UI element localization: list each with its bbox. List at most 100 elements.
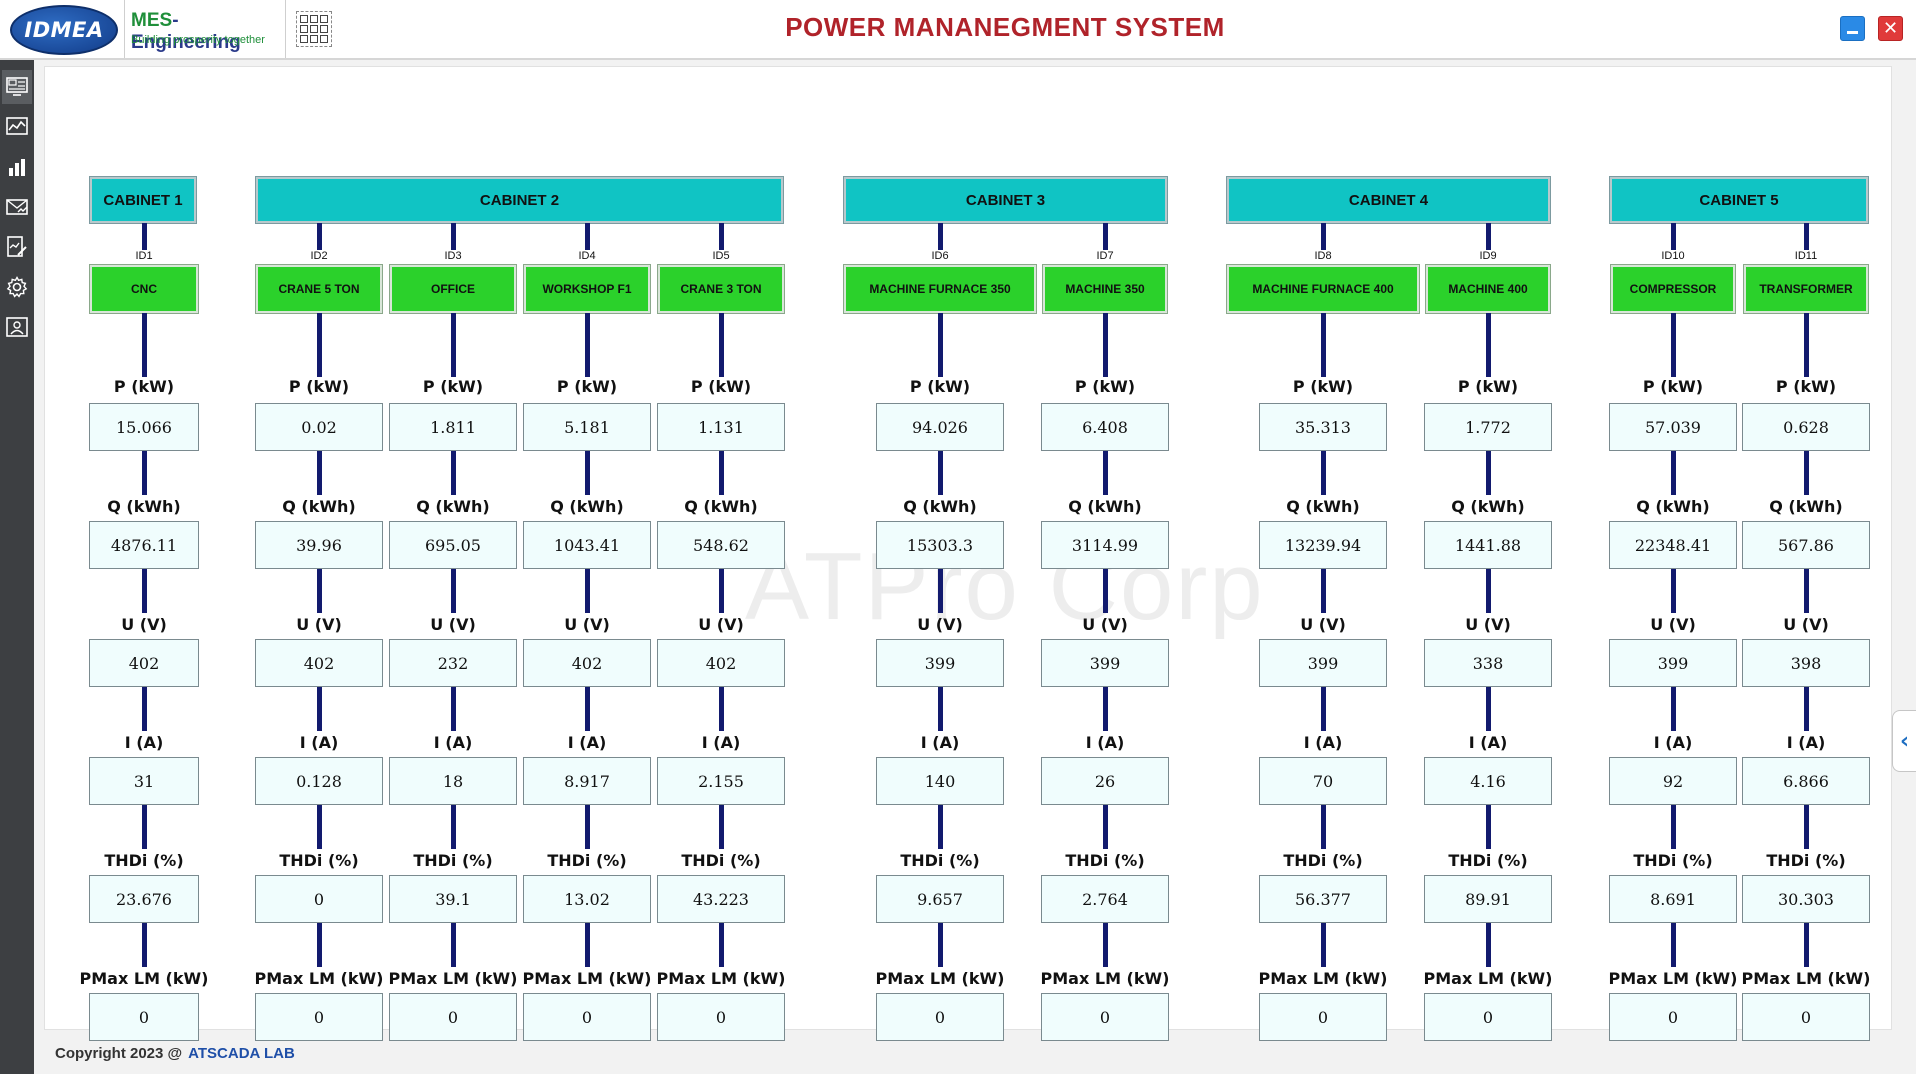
pmax-value-box: 0 xyxy=(389,993,517,1041)
u-value-box: 232 xyxy=(389,639,517,687)
q-label: Q (kWh) xyxy=(1636,497,1710,516)
connector-line xyxy=(142,313,147,377)
connector-line xyxy=(142,223,147,250)
connector-line xyxy=(938,923,943,967)
title-bar: IDMEA MES-Engineering Building prosperit… xyxy=(0,0,1916,60)
pmax-label: PMax LM (kW) xyxy=(1423,969,1553,988)
device-id: ID3 xyxy=(444,250,462,262)
connector-line xyxy=(1804,923,1809,967)
device-id: ID4 xyxy=(578,250,596,262)
q-label: Q (kWh) xyxy=(282,497,356,516)
pmax-value-box: 0 xyxy=(1609,993,1737,1041)
connector-line xyxy=(1103,687,1108,731)
pmax-value-box: 0 xyxy=(255,993,383,1041)
p-value-box: 57.039 xyxy=(1609,403,1737,451)
i-value-box: 6.866 xyxy=(1742,757,1870,805)
mes-logo-tagline: Building prosperity together xyxy=(131,34,265,46)
thdi-value-box: 9.657 xyxy=(876,875,1004,923)
connector-line xyxy=(451,451,456,495)
copyright-text: Copyright 2023 @ xyxy=(55,1045,183,1062)
minimize-button[interactable] xyxy=(1840,16,1865,41)
device-id: ID5 xyxy=(712,250,730,262)
connector-line xyxy=(1321,923,1326,967)
cabinet-header[interactable]: CABINET 3 xyxy=(843,176,1168,224)
connector-line xyxy=(1804,451,1809,495)
u-label: U (V) xyxy=(917,615,963,634)
load-name[interactable]: COMPRESSOR xyxy=(1610,264,1736,314)
i-label: I (A) xyxy=(299,733,339,752)
p-value-box: 1.131 xyxy=(657,403,785,451)
footer: Copyright 2023 @ ATSCADA LAB xyxy=(55,1045,295,1062)
pmax-value-box: 0 xyxy=(1742,993,1870,1041)
u-label: U (V) xyxy=(1783,615,1829,634)
load-column: ID3 OFFICE P (kW) 1.811 Q (kWh) 695.05 U… xyxy=(389,67,517,1067)
i-value-box: 4.16 xyxy=(1424,757,1552,805)
connector-line xyxy=(142,805,147,849)
sidebar-item-monitor[interactable] xyxy=(2,70,32,104)
apps-grid-icon[interactable] xyxy=(296,11,332,47)
sidebar-item-mail-chart[interactable] xyxy=(2,190,32,224)
u-value-box: 402 xyxy=(89,639,199,687)
connector-line xyxy=(1486,451,1491,495)
device-id: ID6 xyxy=(931,250,949,262)
close-button[interactable]: ✕ xyxy=(1878,16,1903,41)
u-value-box: 399 xyxy=(1609,639,1737,687)
load-name[interactable]: CRANE 5 TON xyxy=(255,264,383,314)
u-label: U (V) xyxy=(296,615,342,634)
pmax-label: PMax LM (kW) xyxy=(388,969,518,988)
pmax-label: PMax LM (kW) xyxy=(656,969,786,988)
load-column: ID7 MACHINE 350 P (kW) 6.408 Q (kWh) 311… xyxy=(1041,67,1169,1067)
load-name[interactable]: MACHINE FURNACE 400 xyxy=(1226,264,1420,314)
q-value-box: 15303.3 xyxy=(876,521,1004,569)
sidebar-item-settings[interactable] xyxy=(2,270,32,304)
i-value-box: 0.128 xyxy=(255,757,383,805)
connector-line xyxy=(1321,223,1326,250)
mes-engineering-logo: MES-Engineering Building prosperity toge… xyxy=(124,0,286,58)
load-column: ID10 COMPRESSOR P (kW) 57.039 Q (kWh) 22… xyxy=(1609,67,1737,1067)
device-id: ID10 xyxy=(1661,250,1685,262)
p-label: P (kW) xyxy=(1074,377,1136,396)
cabinet-header[interactable]: CABINET 4 xyxy=(1226,176,1551,224)
connector-line xyxy=(1804,223,1809,250)
load-name[interactable]: MACHINE FURNACE 350 xyxy=(843,264,1037,314)
pmax-value-box: 0 xyxy=(523,993,651,1041)
thdi-value-box: 0 xyxy=(255,875,383,923)
connector-line xyxy=(451,569,456,613)
u-label: U (V) xyxy=(564,615,610,634)
load-column: ID4 WORKSHOP F1 P (kW) 5.181 Q (kWh) 104… xyxy=(523,67,651,1067)
sidebar-item-user[interactable] xyxy=(2,310,32,344)
sidebar-item-report[interactable] xyxy=(2,230,32,264)
connector-line xyxy=(585,223,590,250)
connector-line xyxy=(719,805,724,849)
connector-line xyxy=(1321,451,1326,495)
load-name[interactable]: OFFICE xyxy=(389,264,517,314)
load-name[interactable]: CNC xyxy=(89,264,199,314)
load-name[interactable]: WORKSHOP F1 xyxy=(523,264,651,314)
thdi-value-box: 43.223 xyxy=(657,875,785,923)
load-name[interactable]: MACHINE 400 xyxy=(1425,264,1551,314)
cabinet-header[interactable]: CABINET 2 xyxy=(255,176,784,224)
u-value-box: 402 xyxy=(255,639,383,687)
i-label: I (A) xyxy=(1468,733,1508,752)
pmax-value-box: 0 xyxy=(1259,993,1387,1041)
connector-line xyxy=(1671,451,1676,495)
q-value-box: 4876.11 xyxy=(89,521,199,569)
footer-lab-link[interactable]: ATSCADA LAB xyxy=(188,1045,295,1062)
monitor-icon xyxy=(6,77,28,96)
mes-logo-title: MES-Engineering xyxy=(131,10,285,54)
load-name[interactable]: TRANSFORMER xyxy=(1743,264,1869,314)
sidebar-item-trend[interactable] xyxy=(2,110,32,144)
p-value-box: 94.026 xyxy=(876,403,1004,451)
p-label: P (kW) xyxy=(556,377,618,396)
pmax-label: PMax LM (kW) xyxy=(254,969,384,988)
load-name[interactable]: MACHINE 350 xyxy=(1042,264,1168,314)
sidebar-item-bar-chart[interactable] xyxy=(2,150,32,184)
connector-line xyxy=(451,805,456,849)
cabinet-header[interactable]: CABINET 1 xyxy=(89,176,197,224)
cabinet-header[interactable]: CABINET 5 xyxy=(1609,176,1869,224)
panel-toggle[interactable]: ‹ xyxy=(1892,710,1916,772)
p-value-box: 5.181 xyxy=(523,403,651,451)
load-name[interactable]: CRANE 3 TON xyxy=(657,264,785,314)
pmax-label: PMax LM (kW) xyxy=(522,969,652,988)
pmax-value-box: 0 xyxy=(1041,993,1169,1041)
